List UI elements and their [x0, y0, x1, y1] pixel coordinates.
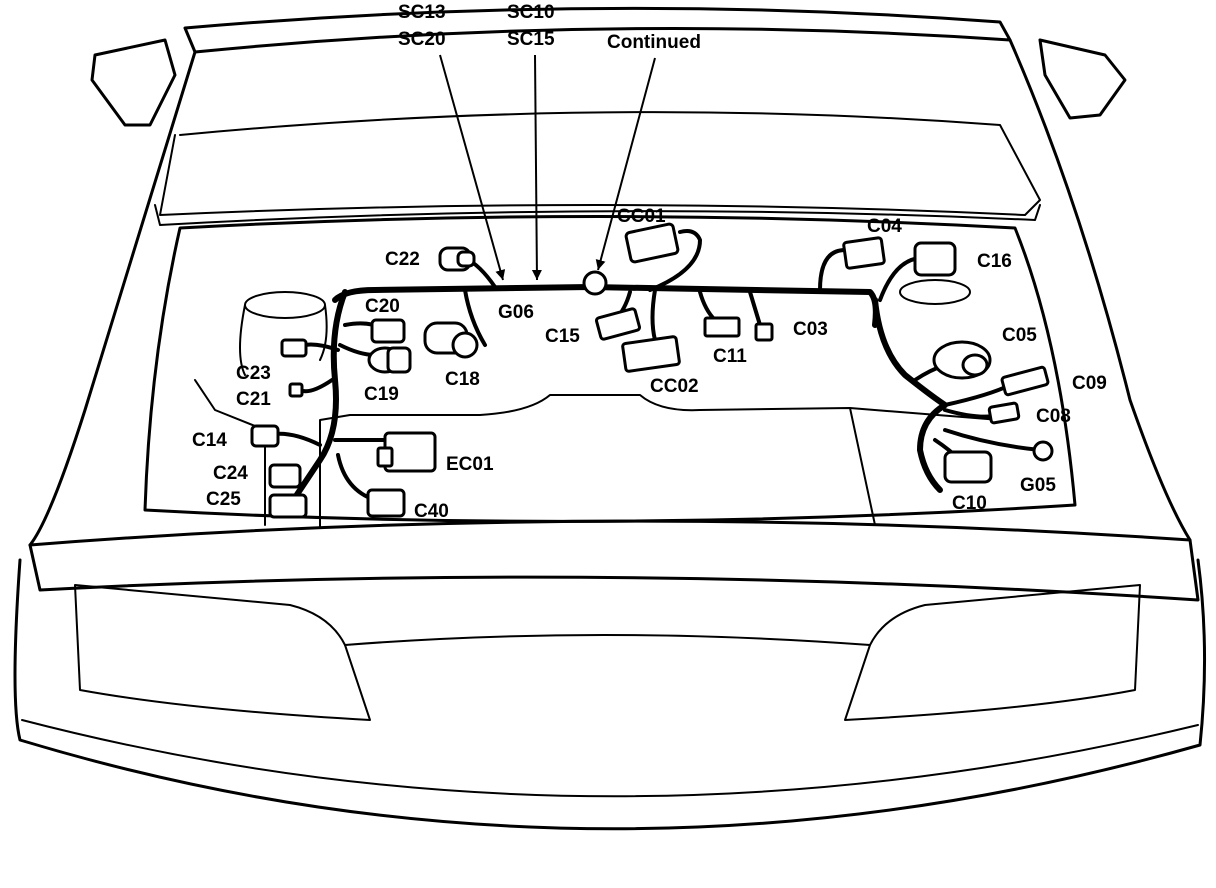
label-c25: C25 — [206, 489, 241, 510]
harness-branch-c03 — [748, 290, 762, 327]
connector-c22 — [438, 246, 476, 272]
connector-shapes — [250, 222, 1054, 519]
harness-branch-cc01 — [648, 229, 702, 292]
label-c09: C09 — [1072, 373, 1107, 394]
right-headlight — [844, 584, 1141, 721]
right-mirror — [1038, 38, 1127, 120]
harness-branch-c09 — [943, 383, 1012, 407]
connector-c04 — [842, 236, 886, 270]
label-c04: C04 — [867, 216, 902, 237]
connector-c08 — [987, 401, 1021, 425]
harness-left-run — [287, 289, 348, 508]
car-body — [13, 6, 1207, 831]
connector-c10 — [943, 450, 993, 484]
connector-c25 — [268, 493, 308, 519]
label-c14: C14 — [192, 430, 227, 451]
windshield-frame — [183, 6, 1012, 54]
connector-c05 — [932, 340, 992, 380]
label-c10: C10 — [952, 493, 987, 514]
front-bumper — [13, 558, 1207, 831]
connector-ec01 — [376, 431, 437, 473]
label-c19: C19 — [364, 384, 399, 405]
label-c22: C22 — [385, 249, 420, 270]
label-c24: C24 — [213, 463, 248, 484]
harness-branch-c18 — [463, 288, 487, 347]
left-fender-line — [28, 50, 197, 547]
label-c21: C21 — [236, 389, 271, 410]
connector-cc01 — [624, 222, 680, 264]
radiator-support — [319, 394, 876, 529]
connector-c09 — [1000, 365, 1050, 397]
front-fascia-top — [28, 519, 1200, 602]
connector-cc02 — [621, 335, 681, 373]
leader-continued — [595, 57, 656, 271]
leader-lines — [439, 54, 656, 281]
connector-c03 — [754, 322, 774, 342]
connector-c16 — [913, 241, 957, 277]
left-strut-body — [239, 304, 328, 376]
label-c05: C05 — [1002, 325, 1037, 346]
connector-c15 — [595, 307, 641, 341]
label-g05: G05 — [1020, 475, 1056, 496]
label-c08: C08 — [1036, 406, 1071, 427]
engine-bay-outline — [143, 215, 1077, 523]
label-c16: C16 — [977, 251, 1012, 272]
cowl-panel — [159, 111, 1041, 216]
connector-c23 — [280, 338, 308, 358]
label-c20: C20 — [365, 296, 400, 317]
cowl-inner — [154, 204, 1041, 226]
right-fender-line — [1008, 38, 1192, 542]
callout-sc13: SC13 — [398, 2, 446, 23]
harness-right-run — [872, 297, 948, 493]
harness-branch-cc02 — [650, 288, 657, 342]
left-headlight — [74, 584, 371, 721]
ground-g05 — [1032, 440, 1054, 462]
harness-branch-g05 — [943, 428, 1042, 452]
leader-sc13-sc20 — [439, 54, 506, 281]
connector-c18 — [423, 321, 479, 359]
connector-c19 — [367, 346, 412, 374]
callout-sc10: SC10 — [507, 2, 555, 23]
connector-c20 — [370, 318, 406, 344]
connector-c14 — [250, 424, 280, 448]
labels: SC13 SC20 SC10 SC15 Continued CC01 C22 G… — [192, 2, 1107, 522]
grille-top — [344, 634, 871, 646]
harness-branch-c11 — [698, 290, 717, 322]
label-ec01: EC01 — [446, 454, 494, 475]
label-c15: C15 — [545, 326, 580, 347]
connector-c40 — [366, 488, 406, 518]
callout-continued: Continued — [607, 32, 701, 53]
left-tray — [194, 379, 266, 526]
bumper-crease — [21, 719, 1199, 798]
label-g06: G06 — [498, 302, 534, 323]
right-strut-tower — [899, 279, 971, 305]
label-c18: C18 — [445, 369, 480, 390]
callout-sc15: SC15 — [507, 29, 555, 50]
label-c40: C40 — [414, 501, 449, 522]
harness-branch-c04 — [818, 248, 847, 292]
label-c11: C11 — [713, 346, 747, 367]
connector-c11 — [703, 316, 741, 338]
label-cc01: CC01 — [617, 206, 666, 227]
left-strut-tower — [244, 291, 326, 319]
harness-branch-c21 — [298, 378, 334, 394]
callout-sc20: SC20 — [398, 29, 446, 50]
connector-c24 — [268, 463, 302, 489]
left-mirror — [90, 38, 177, 127]
connector-c21 — [288, 382, 304, 398]
ground-g06 — [582, 270, 608, 296]
leader-sc10-sc15 — [531, 54, 542, 281]
label-c23: C23 — [236, 363, 271, 384]
label-cc02: CC02 — [650, 376, 699, 397]
label-c03: C03 — [793, 319, 828, 340]
